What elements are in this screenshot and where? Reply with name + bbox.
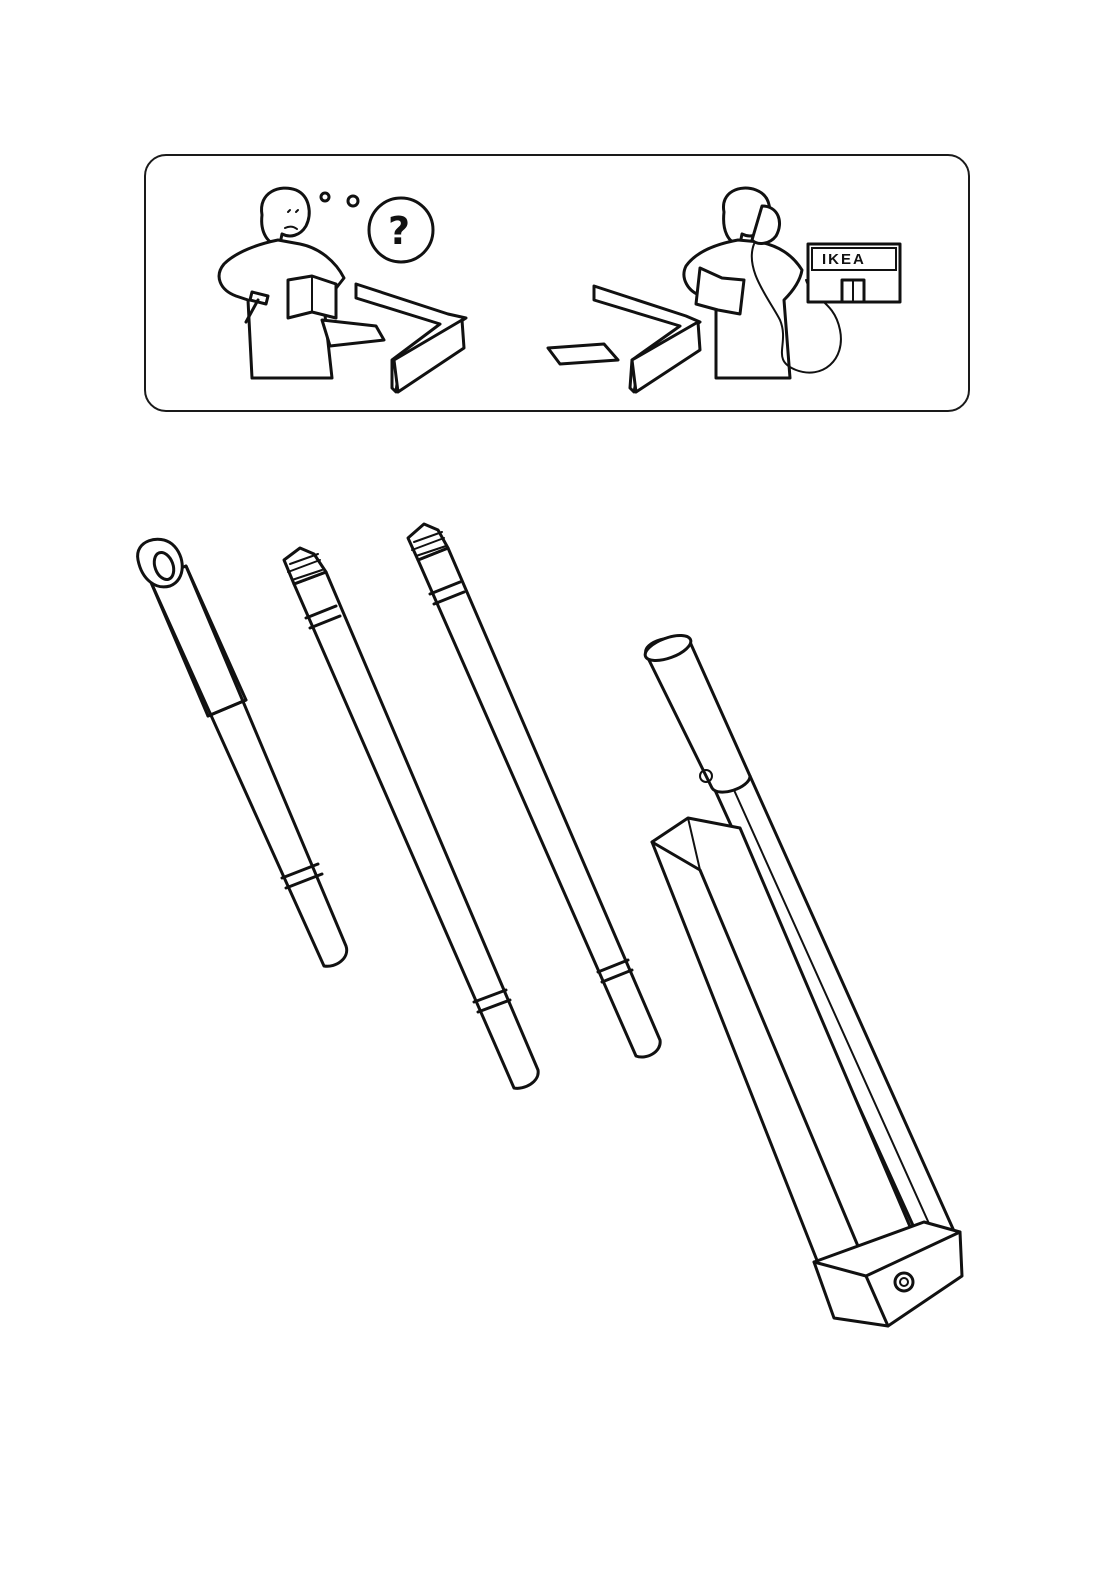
question-mark-label: ? xyxy=(388,209,410,253)
store-sign-label: IKEA xyxy=(822,251,866,268)
flatpack-boards-right-icon xyxy=(548,286,700,392)
base-column-with-cover xyxy=(642,630,962,1326)
leg-tube-threaded-2 xyxy=(408,524,660,1057)
leg-tube-threaded-1 xyxy=(284,548,538,1088)
flatpack-boards-left-icon xyxy=(322,284,466,392)
